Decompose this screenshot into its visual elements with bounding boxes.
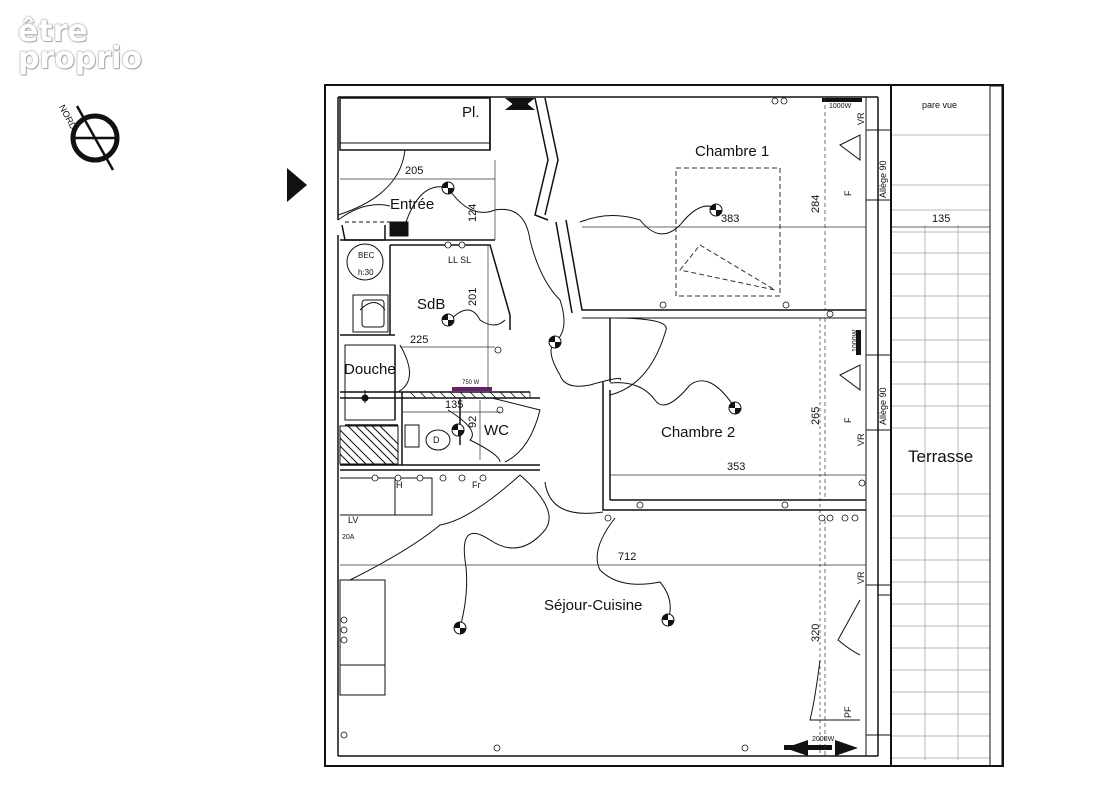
dimension-92: 92	[467, 415, 479, 428]
entrance-arrow-icon	[287, 168, 307, 202]
radiator-label-sdb: 750 W	[462, 380, 480, 386]
compass-icon	[70, 105, 120, 171]
radiators	[452, 98, 862, 756]
laundry-label: LL SL	[448, 255, 472, 265]
terrace-deck	[892, 134, 990, 760]
sill-label-chambre1: Allège 90	[878, 160, 888, 198]
dimension-712: 712	[618, 551, 637, 563]
door-swings	[337, 134, 861, 721]
light-fixtures	[441, 181, 742, 635]
dimension-lines	[340, 98, 990, 756]
dimension-205: 205	[405, 165, 424, 177]
room-label-chambre1: Chambre 1	[695, 143, 770, 160]
radiator-label-chambre1: 1000W	[829, 103, 852, 110]
logo-line-2: proprio	[18, 41, 143, 76]
room-label-entree: Entrée	[390, 196, 435, 213]
shutter-label-chambre2: VR	[856, 433, 866, 446]
dimension-201: 201	[467, 287, 479, 306]
closet-outline	[675, 167, 781, 297]
dimension-353: 353	[727, 461, 746, 473]
room-label-wc: WC	[484, 422, 509, 439]
water-heater-label: BEC	[358, 251, 375, 260]
sanitary-fixtures	[344, 221, 451, 451]
circuit-20a-label: 20A	[342, 534, 355, 541]
dimension-383: 383	[721, 213, 740, 225]
brand-logo: être proprio	[18, 14, 143, 76]
dimension-265: 265	[810, 406, 822, 425]
water-heater-height-label: h:30	[358, 268, 374, 277]
radiator-label-sejour: 2000W	[812, 736, 835, 743]
logo-line-1: être	[18, 14, 88, 49]
sill-label-chambre2: Allège 90	[878, 387, 888, 425]
radiator-label-chambre2: 1000W	[852, 329, 859, 352]
dimension-124: 124	[467, 203, 479, 222]
window-label-chambre2: F	[843, 417, 853, 424]
sockets	[340, 97, 866, 752]
dimension-320: 320	[810, 623, 822, 642]
pare-vue-label: pare vue	[922, 100, 958, 110]
kitchen-fridge-label: Fr	[472, 480, 481, 490]
windows	[865, 129, 892, 736]
room-label-sdb: SdB	[417, 296, 446, 313]
shaft-hatch	[339, 425, 399, 465]
room-label-douche: Douche	[344, 361, 396, 378]
dimension-284: 284	[810, 194, 822, 213]
window-label-chambre1: F	[843, 190, 853, 197]
dimension-135-terrace: 135	[932, 213, 951, 225]
room-label-chambre2: Chambre 2	[661, 424, 736, 441]
shutter-label-sejour: VR	[856, 571, 866, 584]
room-label-terrasse: Terrasse	[908, 447, 974, 466]
kitchen-dishwasher-label: LV	[348, 515, 359, 525]
wall-hatch	[401, 391, 531, 399]
dimension-135-wc: 135	[445, 399, 464, 411]
interior-walls	[339, 97, 866, 756]
shutter-label-chambre1: VR	[856, 112, 866, 125]
dimension-225: 225	[410, 334, 429, 346]
wiring	[349, 186, 736, 629]
room-label-sejour: Séjour-Cuisine	[544, 597, 643, 614]
wc-d-label: D	[433, 435, 440, 445]
french-window-label-sejour: PF	[843, 706, 853, 718]
kitchen-h-label: H	[396, 480, 403, 490]
room-label-placard: Pl.	[462, 104, 480, 121]
